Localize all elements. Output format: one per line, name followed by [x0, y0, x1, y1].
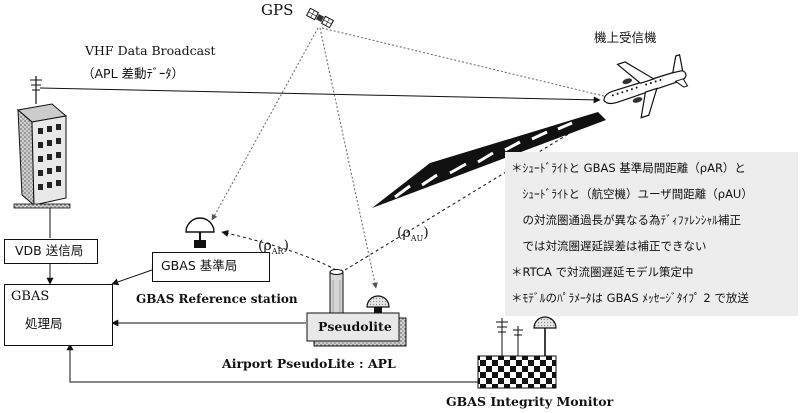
rho-au-label: (ρAU)	[397, 225, 429, 243]
pseudolite-dish-icon	[366, 295, 390, 313]
vhf-label-line2: （APL 差動ﾃﾞｰﾀ）	[82, 66, 185, 81]
note-line: ＊ﾓﾃﾞﾙのﾊﾟﾗﾒｰﾀは GBAS ﾒｯｾｰｼﾞﾀｲﾌﾟ 2 で放送	[511, 291, 749, 305]
rho-ar-label: (ρAR)	[258, 238, 289, 256]
vdb-tower-icon	[13, 76, 71, 209]
notes-panel: ＊ｼｭｰﾄﾞﾗｲﾄと GBAS 基準局間距離（ρAR）と ｼｭｰﾄﾞﾗｲﾄと（航…	[505, 152, 798, 316]
rho-au-sub: AU	[410, 233, 424, 243]
pseudolite-label: Pseudolite	[318, 319, 392, 334]
pseudolite-tower-icon	[329, 269, 344, 319]
connection-lines	[46, 207, 478, 383]
gps-label: GPS	[261, 1, 294, 19]
aircraft-receiver-label: 機上受信機	[594, 30, 657, 45]
vdb-station-label: VDB 送信局	[15, 243, 84, 258]
note-line: ＊RTCA で対流圏遅延モデル策定中	[511, 265, 694, 279]
reference-station-antenna-icon	[185, 217, 215, 248]
pseudolite-building	[306, 312, 407, 347]
pseudolite-ranging-lines	[221, 115, 599, 271]
rho-ar-sub: AR	[271, 246, 284, 256]
gbas-processing-box: GBAS 処理局	[4, 284, 113, 346]
gbas-processing-label-line2: 処理局	[25, 316, 63, 331]
aircraft-icon	[603, 53, 689, 119]
integrity-monitor-icon	[477, 316, 557, 389]
runway	[372, 112, 606, 208]
vhf-broadcast-line	[39, 87, 601, 104]
rho-au-close: )	[423, 225, 429, 241]
note-line: では対流圏遅延誤差は補正できない	[511, 239, 707, 253]
vhf-label-line1: VHF Data Broadcast	[85, 43, 216, 58]
airport-pseudolite-label: Airport PseudoLite : APL	[222, 356, 396, 371]
vdb-station-box: VDB 送信局	[4, 239, 98, 264]
gbas-reference-station-box: GBAS 基準局	[152, 252, 270, 282]
gps-satellite-icon	[305, 7, 335, 29]
rho-ar-symbol: (ρ	[258, 238, 272, 254]
gps-signal-lines	[211, 27, 613, 289]
gbas-reference-station-label-en: GBAS Reference station	[136, 292, 298, 306]
gbas-reference-station-label-jp: GBAS 基準局	[161, 258, 238, 273]
gbas-processing-label-line1: GBAS	[11, 289, 50, 304]
note-line: ｼｭｰﾄﾞﾗｲﾄと（航空機）ユーザ間距離（ρAU）	[511, 187, 753, 201]
integrity-monitor-label: GBAS Integrity Monitor	[446, 394, 614, 409]
rho-ar-close: )	[283, 238, 289, 254]
note-line: ＊ｼｭｰﾄﾞﾗｲﾄと GBAS 基準局間距離（ρAR）と	[511, 161, 746, 175]
rho-au-symbol: (ρ	[397, 225, 411, 241]
note-line: の対流圏通過長が異なる為ﾃﾞｨﾌｧﾚﾝｼｬﾙ補正	[511, 213, 741, 227]
